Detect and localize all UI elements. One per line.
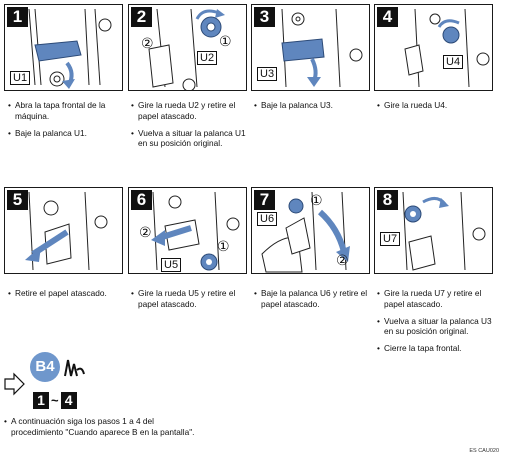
procedure-note: • A continuación siga los pasos 1 a 4 de… xyxy=(4,416,204,438)
instruction-item: •Baje la palanca U3. xyxy=(254,100,379,111)
step-1-drawing xyxy=(28,8,112,89)
step-2-illustration: 2 U2 ① ② xyxy=(128,4,247,91)
wheel-u5-label: U5 xyxy=(161,258,182,272)
step-5-drawing xyxy=(25,191,108,271)
instruction-text: Vuelva a situar la palanca U1 en su posi… xyxy=(138,127,246,149)
step-7-callout-2: ② xyxy=(336,252,349,268)
instruction-item: •Vuelva a situar la palanca U3 en su pos… xyxy=(377,316,502,338)
step-7-drawing xyxy=(261,191,350,273)
step-range: 1 ~ 4 xyxy=(33,392,77,409)
next-arrow-icon xyxy=(4,372,25,396)
step-8-illustration: 8 U7 xyxy=(374,187,493,274)
step-2-callout-1: ① xyxy=(219,33,232,49)
step-2-callout-2: ② xyxy=(141,35,154,51)
instruction-text: Gire la rueda U7 y retire el papel atasc… xyxy=(384,288,482,309)
step-7-instructions: •Baje la palanca U6 y retire el papel at… xyxy=(254,288,379,316)
step-7-number: 7 xyxy=(254,190,275,210)
instruction-item: •Gire la rueda U2 y retire el papel atas… xyxy=(131,100,256,122)
instruction-text: Abra la tapa frontal de la máquina. xyxy=(15,100,106,121)
instruction-text: Gire la rueda U5 y retire el papel atasc… xyxy=(138,288,236,309)
step-6-illustration: 6 U5 ① ② xyxy=(128,187,247,274)
step-8-number: 8 xyxy=(377,190,398,210)
paper-path-icon xyxy=(64,359,85,377)
procedure-b4-badge: B4 xyxy=(30,352,60,382)
step-2-drawing xyxy=(148,8,225,90)
instruction-text: Cierre la tapa frontal. xyxy=(384,343,462,354)
wheel-u4-label: U4 xyxy=(443,55,464,69)
instruction-item: •Vuelva a situar la palanca U1 en su pos… xyxy=(131,128,256,150)
step-5-instructions: •Retire el papel atascado. xyxy=(8,288,133,305)
wheel-u7-label: U7 xyxy=(380,232,401,246)
range-separator: ~ xyxy=(51,393,59,408)
step-5-illustration: 5 xyxy=(4,187,123,274)
step-4-drawing xyxy=(404,8,490,88)
instruction-item: •Abra la tapa frontal de la máquina. xyxy=(8,100,133,122)
step-1-illustration: 1 U1 xyxy=(4,4,123,91)
lever-u3-label: U3 xyxy=(257,67,278,81)
instruction-text: Baje la palanca U6 y retire el papel ata… xyxy=(261,288,368,309)
step-8-instructions: •Gire la rueda U7 y retire el papel atas… xyxy=(377,288,502,360)
instruction-item: •Gire la rueda U4. xyxy=(377,100,502,111)
step-3-illustration: 3 U3 xyxy=(251,4,370,91)
procedure-note-text: A continuación siga los pasos 1 a 4 del … xyxy=(11,416,195,437)
step-7-illustration: 7 U6 ① ② xyxy=(251,187,370,274)
figure-code: ES CAU020 xyxy=(469,448,499,454)
step-1-instructions: •Abra la tapa frontal de la máquina. •Ba… xyxy=(8,100,133,144)
instruction-text: Baje la palanca U3. xyxy=(261,100,333,110)
step-8-drawing xyxy=(402,191,486,271)
step-4-illustration: 4 U4 xyxy=(374,4,493,91)
step-6-callout-1: ① xyxy=(217,238,230,254)
step-6-number: 6 xyxy=(131,190,152,210)
step-7-callout-1: ① xyxy=(310,192,323,208)
instruction-item: •Cierre la tapa frontal. xyxy=(377,343,502,354)
instruction-text: Retire el papel atascado. xyxy=(15,288,107,298)
instruction-text: Gire la rueda U4. xyxy=(384,100,448,110)
step-5-number: 5 xyxy=(7,190,28,210)
instruction-item: •Gire la rueda U5 y retire el papel atas… xyxy=(131,288,256,310)
step-4-number: 4 xyxy=(377,7,398,27)
instruction-item: •Baje la palanca U1. xyxy=(8,128,133,139)
step-3-number: 3 xyxy=(254,7,275,27)
lever-u1-label: U1 xyxy=(10,71,31,85)
lever-u6-label: U6 xyxy=(257,212,278,226)
step-6-drawing xyxy=(151,191,240,271)
step-4-instructions: •Gire la rueda U4. xyxy=(377,100,502,117)
step-6-callout-2: ② xyxy=(139,224,152,240)
step-2-number: 2 xyxy=(131,7,152,27)
instruction-text: Gire la rueda U2 y retire el papel atasc… xyxy=(138,100,236,121)
step-2-instructions: •Gire la rueda U2 y retire el papel atas… xyxy=(131,100,256,155)
instruction-item: •Gire la rueda U7 y retire el papel atas… xyxy=(377,288,502,310)
range-end-number: 4 xyxy=(60,392,77,409)
range-start-number: 1 xyxy=(33,392,49,409)
instruction-item: •Baje la palanca U6 y retire el papel at… xyxy=(254,288,379,310)
step-3-instructions: •Baje la palanca U3. xyxy=(254,100,379,117)
wheel-u2-label: U2 xyxy=(197,51,218,65)
instruction-item: •Retire el papel atascado. xyxy=(8,288,133,299)
step-3-drawing xyxy=(281,8,363,88)
instruction-text: Baje la palanca U1. xyxy=(15,127,87,138)
step-1-number: 1 xyxy=(7,7,28,27)
step-6-instructions: •Gire la rueda U5 y retire el papel atas… xyxy=(131,288,256,316)
instruction-text: Vuelva a situar la palanca U3 en su posi… xyxy=(384,315,492,337)
